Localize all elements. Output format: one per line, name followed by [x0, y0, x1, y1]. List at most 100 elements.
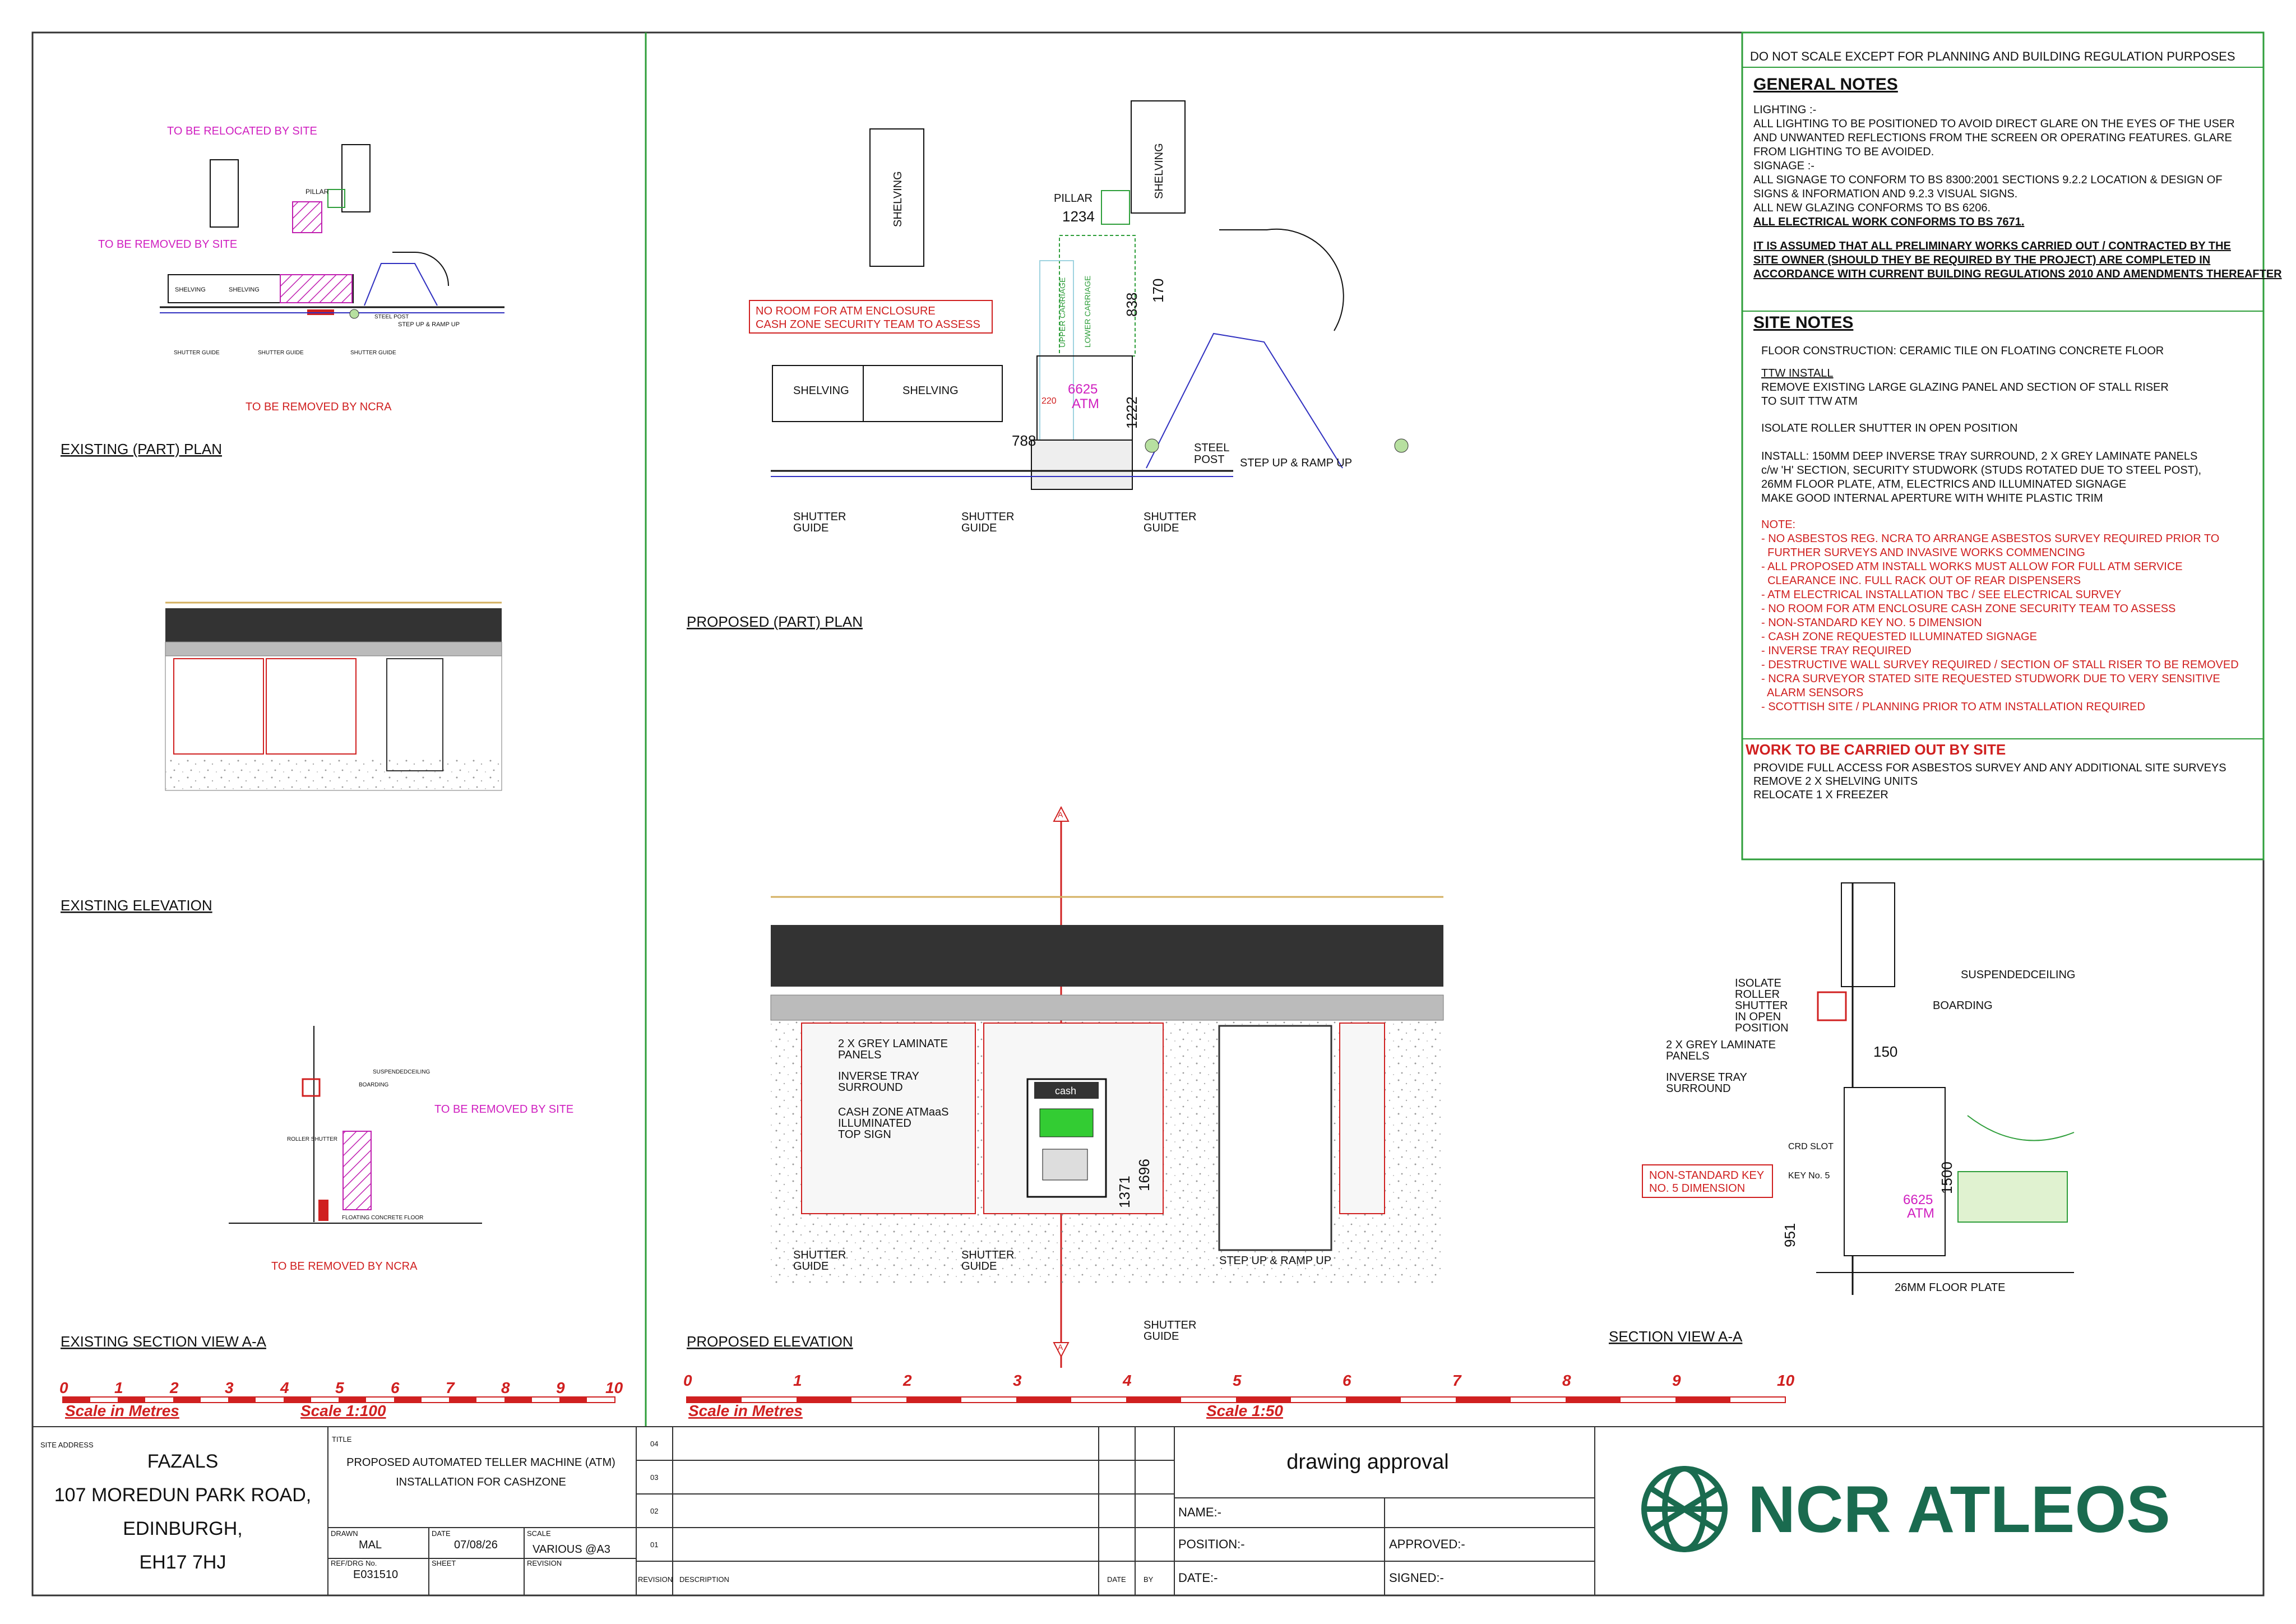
svg-text:ATM: ATM	[1907, 1206, 1934, 1221]
proposed-elevation-title: PROPOSED ELEVATION	[687, 1333, 853, 1350]
svg-text:Scale 1:100: Scale 1:100	[300, 1402, 386, 1419]
svg-text:SUSPENDEDCEILING: SUSPENDEDCEILING	[1961, 969, 2076, 981]
svg-text:4: 4	[280, 1379, 289, 1396]
svg-text:NO ROOM FOR ATM ENCLOSURE: NO ROOM FOR ATM ENCLOSURE	[756, 305, 936, 317]
svg-text:8: 8	[1562, 1372, 1571, 1389]
svg-text:CASH ZONE ATMaaS: CASH ZONE ATMaaS	[838, 1106, 948, 1118]
svg-text:SHUTTER: SHUTTER	[793, 511, 846, 523]
svg-text:ACCORDANCE WITH CURRENT BUILDI: ACCORDANCE WITH CURRENT BUILDING REGULAT…	[1753, 268, 2282, 280]
approval-heading: drawing approval	[1286, 1450, 1448, 1474]
svg-text:- NCRA SURVEYOR STATED SITE RE: - NCRA SURVEYOR STATED SITE REQUESTED ST…	[1761, 673, 2220, 685]
svg-text:SIGNED:-: SIGNED:-	[1389, 1571, 1444, 1585]
svg-text:SHUTTER: SHUTTER	[1144, 511, 1196, 523]
svg-text:- ATM ELECTRICAL INSTALLATION: - ATM ELECTRICAL INSTALLATION TBC / SEE …	[1761, 589, 2121, 601]
proposed-plan-view: SHELVING SHELVING SHELVING SHELVING PILL…	[687, 100, 1409, 630]
svg-text:STEEL: STEEL	[1194, 442, 1229, 454]
svg-text:SHUTTER: SHUTTER	[1735, 1000, 1788, 1012]
svg-text:FLOATING CONCRETE FLOOR: FLOATING CONCRETE FLOOR	[342, 1215, 423, 1221]
svg-text:MAL: MAL	[359, 1539, 382, 1551]
svg-text:TOP SIGN: TOP SIGN	[838, 1128, 891, 1141]
svg-text:7: 7	[1452, 1372, 1462, 1389]
drawing-title: PROPOSED AUTOMATED TELLER MACHINE (ATM)	[346, 1456, 615, 1469]
svg-text:NOTE:: NOTE:	[1761, 519, 1795, 531]
svg-text:GUIDE: GUIDE	[961, 522, 997, 534]
svg-text:10: 10	[605, 1379, 623, 1396]
existing-section-title: EXISTING SECTION VIEW A-A	[61, 1333, 267, 1350]
ncr-atleos-logo: NCR ATLEOS	[1641, 1466, 2170, 1552]
svg-text:REVISION: REVISION	[638, 1575, 673, 1584]
svg-text:0: 0	[683, 1372, 692, 1389]
svg-text:SHUTTER: SHUTTER	[961, 1249, 1014, 1261]
svg-text:CLEARANCE INC. FULL RACK OUT O: CLEARANCE INC. FULL RACK OUT OF REAR DIS…	[1761, 575, 2081, 587]
svg-text:BY: BY	[1144, 1575, 1154, 1584]
site-note-list: NOTE: - NO ASBESTOS REG. NCRA TO ARRANGE…	[1761, 519, 2239, 713]
svg-text:LIGHTING :-: LIGHTING :-	[1753, 104, 1816, 116]
svg-text:A: A	[1058, 810, 1063, 819]
svg-text:NO. 5 DIMENSION: NO. 5 DIMENSION	[1649, 1182, 1745, 1195]
scale-bar-right: 0 1 2 3 4 5 6 7 8 9 10 Scale in Metres S…	[683, 1372, 1795, 1419]
svg-text:6: 6	[391, 1379, 400, 1396]
svg-text:SCALE: SCALE	[527, 1529, 551, 1538]
svg-text:4: 4	[1122, 1372, 1132, 1389]
svg-text:REMOVE EXISTING LARGE GLAZING: REMOVE EXISTING LARGE GLAZING PANEL AND …	[1761, 381, 2169, 394]
proposed-elevation-view: A A cash 2 X GREY LAMINATE PANELS INVERS…	[687, 806, 1444, 1368]
svg-text:CRD SLOT: CRD SLOT	[1788, 1142, 1834, 1151]
title-block	[32, 1426, 2264, 1596]
existing-plan-title: EXISTING (PART) PLAN	[61, 441, 222, 457]
svg-text:SHUTTER GUIDE: SHUTTER GUIDE	[174, 350, 220, 356]
svg-text:ALL ELECTRICAL WORK CONFORMS: ALL ELECTRICAL WORK CONFORMS TO BS 7671.	[1753, 216, 2024, 228]
svg-text:SHELVING: SHELVING	[175, 286, 206, 293]
svg-text:2: 2	[902, 1372, 912, 1389]
svg-text:Scale in Metres: Scale in Metres	[65, 1402, 179, 1419]
svg-text:FURTHER SURVEYS AND INVASIVE W: FURTHER SURVEYS AND INVASIVE WORKS COMME…	[1761, 547, 2085, 559]
svg-text:E031510: E031510	[353, 1569, 398, 1581]
svg-text:ILLUMINATED: ILLUMINATED	[838, 1117, 911, 1130]
svg-text:SHUTTER GUIDE: SHUTTER GUIDE	[350, 350, 396, 356]
svg-text:3: 3	[1013, 1372, 1022, 1389]
svg-text:REVISION: REVISION	[527, 1559, 562, 1567]
svg-text:951: 951	[1781, 1223, 1798, 1247]
svg-text:1500: 1500	[1938, 1162, 1955, 1194]
svg-text:DRAWN: DRAWN	[331, 1529, 358, 1538]
svg-text:NAME:-: NAME:-	[1178, 1505, 1221, 1519]
section-view-aa: ISOLATE ROLLER SHUTTER IN OPEN POSITION …	[1609, 882, 2076, 1345]
title-block-text: SITE ADDRESS FAZALS 107 MOREDUN PARK ROA…	[40, 1435, 1465, 1585]
svg-text:CASH ZONE SECURITY TEAM TO ASS: CASH ZONE SECURITY TEAM TO ASSESS	[756, 318, 980, 331]
svg-text:SHUTTER: SHUTTER	[1144, 1319, 1196, 1331]
svg-text:2: 2	[169, 1379, 179, 1396]
svg-text:TITLE: TITLE	[332, 1435, 352, 1443]
svg-text:- DESTRUCTIVE WALL SURVEY REQU: - DESTRUCTIVE WALL SURVEY REQUIRED / SEC…	[1761, 659, 2239, 671]
svg-text:RELOCATE 1 X FREEZER: RELOCATE 1 X FREEZER	[1753, 789, 1888, 801]
svg-text:GUIDE: GUIDE	[1144, 522, 1179, 534]
general-notes-lines: LIGHTING :- ALL LIGHTING TO BE POSITIONE…	[1753, 104, 2282, 280]
svg-text:6: 6	[1343, 1372, 1351, 1389]
svg-text:6625: 6625	[1903, 1192, 1933, 1207]
svg-text:SIGNS & INFORMATION AND 9.2.3: SIGNS & INFORMATION AND 9.2.3 VISUAL SIG…	[1753, 188, 2017, 200]
site-notes-heading: SITE NOTES	[1753, 313, 1853, 332]
svg-text:PANELS: PANELS	[1666, 1050, 1709, 1062]
svg-text:107 MOREDUN PARK ROAD,: 107 MOREDUN PARK ROAD,	[54, 1484, 311, 1506]
svg-text:EDINBURGH,: EDINBURGH,	[123, 1518, 242, 1539]
disclaimer: DO NOT SCALE EXCEPT FOR PLANNING AND BUI…	[1750, 49, 2235, 63]
svg-text:1371: 1371	[1116, 1176, 1133, 1208]
svg-text:2 X GREY LAMINATE: 2 X GREY LAMINATE	[1666, 1039, 1776, 1051]
svg-text:INVERSE TRAY: INVERSE TRAY	[1666, 1071, 1747, 1084]
svg-text:REMOVE 2 X SHELVING UNITS: REMOVE 2 X SHELVING UNITS	[1753, 775, 1918, 788]
svg-text:220: 220	[1041, 396, 1057, 406]
svg-text:A: A	[1058, 1343, 1063, 1352]
svg-text:TO SUIT TTW ATM: TO SUIT TTW ATM	[1761, 395, 1858, 408]
globe-icon	[1641, 1466, 1728, 1552]
svg-text:1696: 1696	[1136, 1159, 1152, 1191]
svg-text:- NON-STANDARD KEY NO. 5 DIMEN: - NON-STANDARD KEY NO. 5 DIMENSION	[1761, 617, 1982, 629]
svg-text:8: 8	[501, 1379, 510, 1396]
svg-text:STEEL POST: STEEL POST	[374, 314, 409, 320]
svg-text:INVERSE TRAY: INVERSE TRAY	[838, 1070, 919, 1082]
svg-text:- NO ROOM FOR ATM ENCLOSURE CA: - NO ROOM FOR ATM ENCLOSURE CASH ZONE SE…	[1761, 603, 2175, 615]
svg-text:02: 02	[650, 1507, 658, 1515]
svg-text:SHELVING: SHELVING	[229, 286, 260, 293]
svg-text:ALL LIGHTING TO BE POSITIONED: ALL LIGHTING TO BE POSITIONED TO AVOID D…	[1753, 118, 2235, 130]
svg-text:Scale 1:50: Scale 1:50	[1206, 1402, 1283, 1419]
svg-text:9: 9	[556, 1379, 565, 1396]
site-notes-floor: FLOOR CONSTRUCTION: CERAMIC TILE ON FLOA…	[1761, 345, 2164, 357]
svg-text:9: 9	[1672, 1372, 1681, 1389]
